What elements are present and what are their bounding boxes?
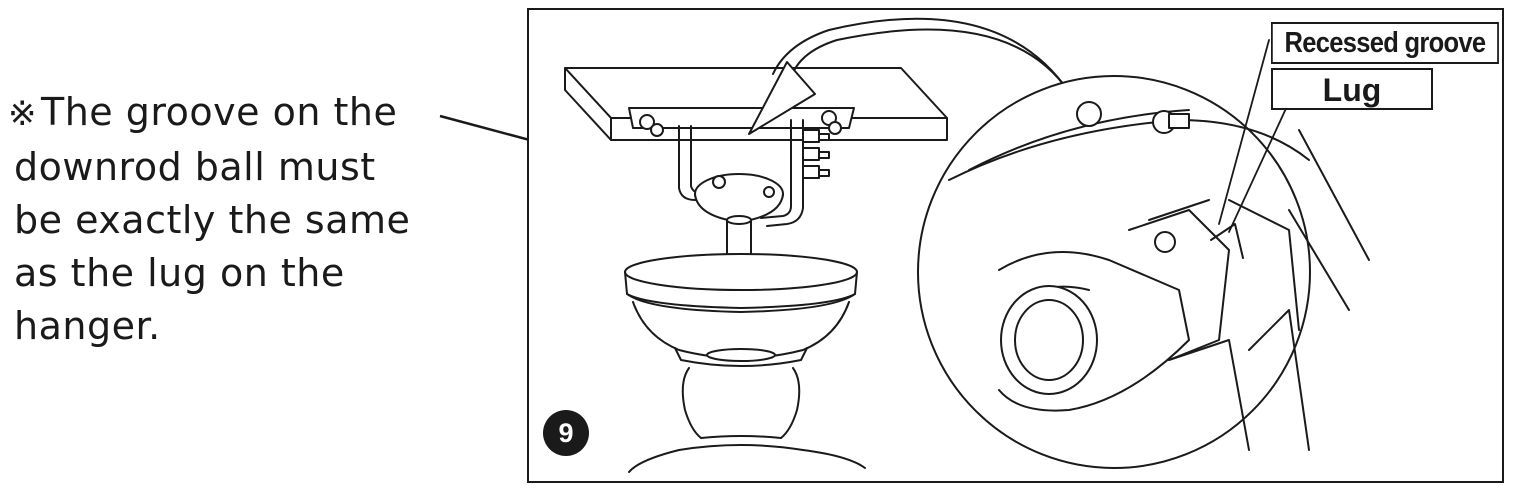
magnified-detail	[917, 75, 1370, 469]
label-pointers	[1218, 39, 1290, 233]
detail-arrow	[748, 17, 1070, 135]
step-number-badge: 9	[543, 410, 589, 456]
canopy	[624, 253, 858, 367]
downrod-ball	[694, 173, 784, 223]
recessed-groove-label: Recessed groove	[1271, 22, 1499, 64]
note-line-2: downrod ball must	[14, 145, 376, 189]
reference-mark: ※	[8, 94, 37, 134]
illustration-frame: Recessed groove Lug 9	[527, 8, 1504, 483]
motor-housing	[628, 367, 866, 473]
note-text-1: The groove on the	[41, 90, 398, 134]
note-line-1: ※The groove on the	[8, 86, 438, 141]
note-line-4: as the lug on the	[14, 251, 345, 295]
note-line-3: be exactly the same	[14, 198, 411, 242]
instruction-note: ※The groove on the downrod ball must be …	[8, 86, 438, 353]
lug-label: Lug	[1271, 68, 1433, 110]
fan-installation-illustration	[564, 17, 1370, 473]
note-line-5: hanger.	[14, 304, 161, 348]
